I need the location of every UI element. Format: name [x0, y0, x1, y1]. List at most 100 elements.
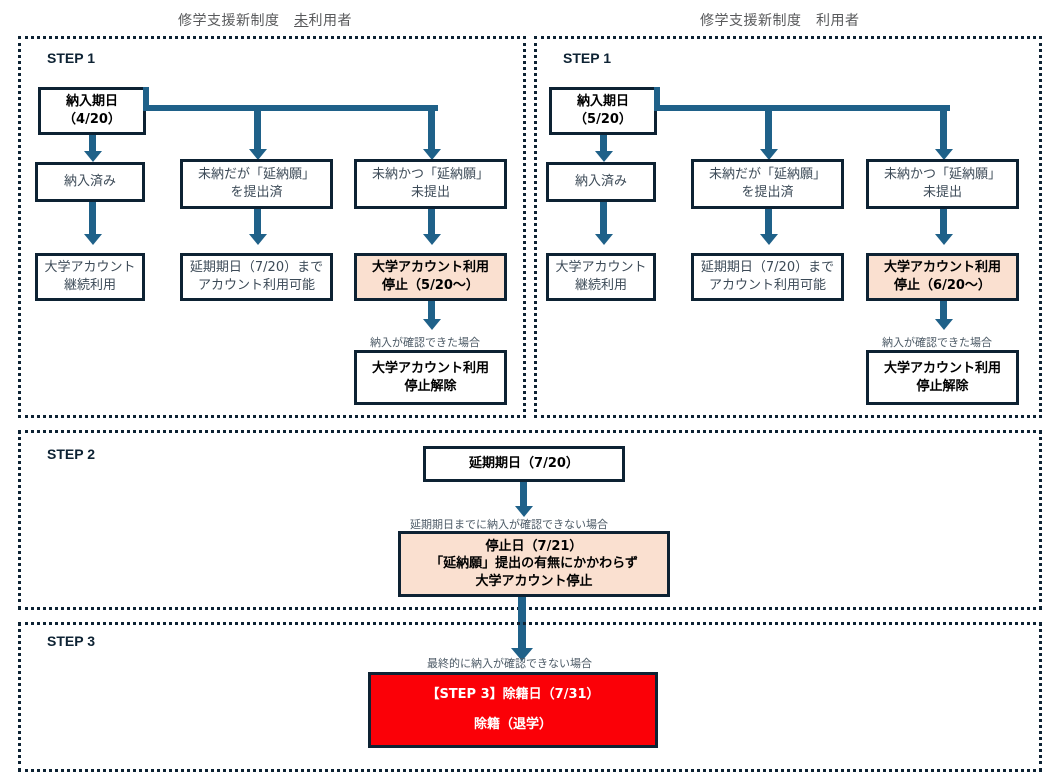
left-branch3-arrowhead [422, 149, 441, 160]
left-branch2-arrowhead [248, 149, 267, 160]
step3-expel-line2: 除籍（退学） [473, 717, 552, 732]
left-branch-deferred-line1: 未納だが「延納願」 [197, 167, 315, 183]
right-result-paid-line1: 大学アカウント [555, 260, 647, 276]
right-branch-unpaid-line2: 未提出 [922, 185, 962, 200]
right-recovery-arrowhead [934, 319, 953, 330]
left-branch-unpaid-line1: 未納かつ「延納願」 [371, 167, 489, 183]
left-recovery-box: 大学アカウント利用 停止解除 [354, 350, 507, 405]
right-branch-unpaid-box: 未納かつ「延納願」 未提出 [866, 159, 1019, 209]
right-branch1-vline [600, 135, 607, 155]
left-result-deferred-line1: 延期期日（7/20）まで [189, 260, 324, 276]
left-paid-vline [89, 202, 96, 238]
left-branch-hline [146, 105, 438, 111]
right-deferred-vline [765, 209, 772, 238]
step2-deadline-arrowhead [514, 506, 533, 517]
step2-to-step3-arrowhead [511, 648, 533, 661]
step3-expel-line1: 【STEP 3】除籍日（7/31） [426, 687, 600, 703]
right-recovery-vline [940, 301, 947, 323]
right-branch-unpaid-line1: 未納かつ「延納願」 [883, 167, 1001, 183]
left-branch-paid-label: 納入済み [63, 174, 116, 190]
right-result-paid-box: 大学アカウント 継続利用 [546, 253, 656, 301]
left-branch-hline-stub [143, 87, 149, 111]
left-branch2-vline [254, 105, 261, 153]
right-result-deferred-line1: 延期期日（7/20）まで [700, 260, 835, 276]
left-result-deferred-box: 延期期日（7/20）まで アカウント利用可能 [180, 253, 333, 301]
left-result-deferred-line2: アカウント利用可能 [197, 278, 315, 293]
column-title-left: 修学支援新制度 未利用者 [178, 10, 352, 30]
left-recovery-caption: 納入が確認できた場合 [370, 336, 480, 349]
right-recovery-line1: 大学アカウント利用 [883, 360, 1001, 376]
left-branch-paid-box: 納入済み [35, 162, 145, 202]
right-start-line1: 納入期日 [576, 94, 629, 110]
right-result-unpaid-line1: 大学アカウント利用 [883, 260, 1001, 276]
right-branch3-arrowhead [934, 149, 953, 160]
right-recovery-line2: 停止解除 [916, 378, 969, 394]
left-recovery-line1: 大学アカウント利用 [371, 360, 489, 376]
column-title-left-underlined: 未 [294, 13, 309, 29]
right-branch-deferred-line2: を提出済 [741, 185, 794, 200]
right-branch-paid-box: 納入済み [546, 162, 656, 202]
step2-suspend-line3: 大学アカウント停止 [475, 573, 593, 589]
right-start-box: 納入期日 （5/20） [549, 87, 657, 135]
step2-suspend-line2: 「延納願」提出の有無にかかわらず [430, 556, 638, 572]
step3-label: STEP 3 [47, 633, 95, 649]
right-result-unpaid-box: 大学アカウント利用 停止（6/20〜） [866, 253, 1019, 301]
left-unpaid-arrowhead [422, 234, 441, 245]
left-deferred-arrowhead [248, 234, 267, 245]
right-branch-hline [657, 105, 950, 111]
right-branch2-arrowhead [759, 149, 778, 160]
step2-suspend-box: 停止日（7/21） 「延納願」提出の有無にかかわらず 大学アカウント停止 [398, 531, 670, 597]
right-result-paid-line2: 継続利用 [574, 278, 627, 293]
right-deferred-arrowhead [759, 234, 778, 245]
step3-caption: 最終的に納入が確認できない場合 [427, 657, 592, 670]
step2-suspend-line1: 停止日（7/21） [485, 538, 583, 554]
left-branch-unpaid-box: 未納かつ「延納願」 未提出 [354, 159, 507, 209]
left-result-unpaid-line2: 停止（5/20〜） [382, 278, 479, 293]
column-title-left-suffix: 利用者 [308, 13, 352, 29]
right-result-unpaid-line2: 停止（6/20〜） [894, 278, 991, 293]
step1-label-right: STEP 1 [563, 50, 611, 66]
left-result-paid-line1: 大学アカウント [44, 260, 136, 276]
left-branch-deferred-box: 未納だが「延納願」 を提出済 [180, 159, 333, 209]
right-branch-deferred-line1: 未納だが「延納願」 [708, 167, 826, 183]
step2-caption: 延期期日までに納入が確認できない場合 [410, 518, 608, 531]
left-recovery-line2: 停止解除 [404, 378, 457, 394]
right-branch-deferred-box: 未納だが「延納願」 を提出済 [691, 159, 844, 209]
left-result-paid-box: 大学アカウント 継続利用 [35, 253, 145, 301]
right-unpaid-arrowhead [934, 234, 953, 245]
step3-expel-gap [373, 704, 653, 716]
step2-panel [18, 430, 1042, 610]
step2-deadline-label: 延期期日（7/20） [469, 456, 579, 472]
column-title-right: 修学支援新制度 利用者 [700, 13, 860, 29]
left-paid-arrowhead [83, 234, 102, 245]
left-recovery-arrowhead [422, 319, 441, 330]
left-start-box: 納入期日 （4/20） [38, 87, 146, 135]
step3-panel [18, 622, 1042, 772]
step2-deadline-vline [520, 482, 527, 510]
right-branch-hline-stub [654, 87, 660, 111]
right-result-deferred-box: 延期期日（7/20）まで アカウント利用可能 [691, 253, 844, 301]
left-recovery-vline [428, 301, 435, 323]
left-branch3-vline [428, 105, 435, 153]
right-result-deferred-line2: アカウント利用可能 [708, 278, 826, 293]
step1-panel-left [18, 36, 526, 418]
step2-label: STEP 2 [47, 446, 95, 462]
left-branch1-arrowhead [83, 151, 102, 162]
step2-deadline-box: 延期期日（7/20） [423, 446, 625, 482]
left-unpaid-vline [428, 209, 435, 238]
right-paid-vline [600, 202, 607, 238]
right-branch-paid-label: 納入済み [574, 174, 627, 190]
right-start-line2: （5/20） [574, 112, 632, 127]
right-recovery-box: 大学アカウント利用 停止解除 [866, 350, 1019, 405]
right-paid-arrowhead [594, 234, 613, 245]
right-branch3-vline [940, 105, 947, 153]
left-result-paid-line2: 継続利用 [63, 278, 116, 293]
right-branch2-vline [765, 105, 772, 153]
left-branch-deferred-line2: を提出済 [230, 185, 283, 200]
step3-expel-box: 【STEP 3】除籍日（7/31） 除籍（退学） [368, 672, 658, 748]
right-recovery-caption: 納入が確認できた場合 [882, 336, 992, 349]
left-branch-unpaid-line2: 未提出 [410, 185, 450, 200]
left-branch1-vline [89, 135, 96, 155]
left-start-line2: （4/20） [63, 112, 121, 127]
left-result-unpaid-box: 大学アカウント利用 停止（5/20〜） [354, 253, 507, 301]
